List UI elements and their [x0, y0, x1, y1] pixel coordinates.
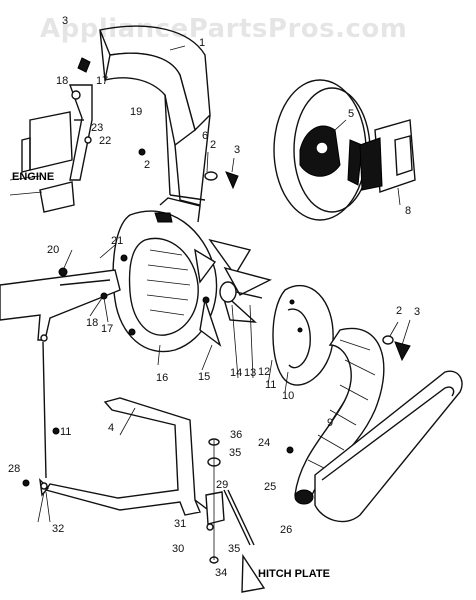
callout-3-right: 3 — [414, 306, 421, 318]
callout-32: 32 — [52, 523, 65, 535]
callout-16: 16 — [156, 372, 169, 384]
callout-5: 5 — [348, 108, 355, 120]
callout-11-mid: 11 — [265, 379, 277, 391]
callout-6: 6 — [202, 130, 209, 142]
callout-13: 13 — [244, 367, 257, 379]
impeller — [194, 238, 272, 347]
intake-housing — [273, 79, 371, 221]
engine-label: ENGINE — [12, 171, 55, 183]
callout-26: 26 — [280, 524, 293, 536]
hardware-stack — [205, 438, 225, 564]
callout-2-left: 2 — [144, 159, 151, 171]
leader-lines — [37, 45, 411, 523]
fan-cover-plate — [272, 284, 334, 386]
adapter-box — [359, 119, 416, 193]
callout-12: 12 — [258, 366, 271, 378]
callout-3-top: 3 — [62, 15, 69, 27]
callout-18-bottom: 18 — [86, 317, 99, 329]
callout-2-right: 2 — [396, 305, 403, 317]
callout-25: 25 — [264, 481, 277, 493]
callout-11-left: 11 — [60, 426, 72, 438]
callout-17-bottom: 17 — [101, 323, 114, 335]
callout-3-mid: 3 — [234, 144, 241, 156]
callout-24: 24 — [258, 437, 271, 449]
callout-21: 21 — [111, 235, 124, 247]
mounting-plate — [0, 269, 121, 342]
callout-9: 9 — [327, 417, 334, 429]
callout-35-lower: 35 — [228, 543, 241, 555]
blower-housing — [112, 197, 218, 353]
discharge-chute — [99, 25, 211, 206]
callout-23: 23 — [91, 122, 104, 134]
callout-30: 30 — [172, 543, 185, 555]
callout-22: 22 — [99, 135, 112, 147]
callout-35-upper: 35 — [229, 447, 242, 459]
watermark-text: AppliancePartsPros.com — [40, 14, 408, 44]
hitch-plate-shape — [241, 553, 266, 593]
callout-31: 31 — [174, 518, 187, 530]
callout-2-upper: 2 — [210, 139, 217, 151]
callout-15: 15 — [198, 371, 211, 383]
callout-17-top: 17 — [96, 75, 109, 87]
deflector-bracket — [69, 57, 93, 181]
hitch-plate-label: HITCH PLATE — [258, 568, 330, 580]
callout-4: 4 — [108, 422, 115, 434]
callout-28: 28 — [8, 463, 21, 475]
callout-18-top: 18 — [56, 75, 69, 87]
support-rod — [42, 341, 47, 479]
callout-20: 20 — [47, 244, 60, 256]
callout-8: 8 — [405, 205, 412, 217]
callout-14: 14 — [230, 367, 243, 379]
callout-36: 36 — [230, 429, 243, 441]
callout-10: 10 — [282, 390, 295, 402]
callout-19: 19 — [130, 106, 143, 118]
callout-34: 34 — [215, 567, 228, 579]
callout-29: 29 — [216, 479, 229, 491]
engine-block — [9, 111, 75, 213]
vacuum-hose — [294, 327, 463, 523]
callout-1: 1 — [199, 37, 206, 49]
hitch-frame — [39, 397, 255, 546]
